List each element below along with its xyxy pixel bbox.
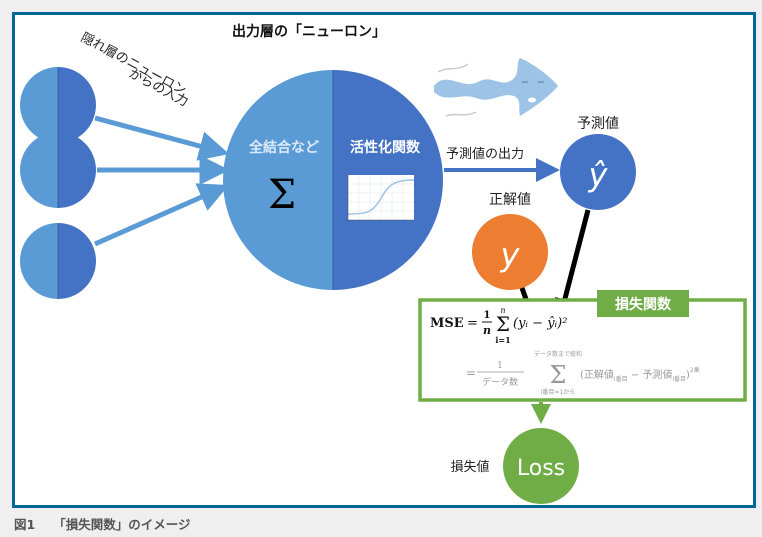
jp-eq: = <box>466 366 476 380</box>
prediction-label: 予測値 <box>577 116 619 132</box>
loss-value-label: 損失値 <box>450 459 489 475</box>
neuron-left-label: 全結合など <box>248 139 319 156</box>
prediction-to-loss-arrow <box>555 209 591 319</box>
hidden-neuron-3 <box>20 223 96 299</box>
input-arrow-1 <box>94 115 230 161</box>
prediction-symbol: ŷ <box>588 156 609 194</box>
input-arrow-3 <box>93 183 229 247</box>
truth-symbol: y <box>500 236 521 274</box>
diagram-title: 出力層の「ニューロン」 <box>232 23 386 40</box>
jp-sum-sigma: Σ <box>550 361 567 389</box>
jp-sum-upper: データ数まで総和 <box>534 350 582 358</box>
truth-label: 正解値 <box>489 192 531 208</box>
output-arrow-label: 予測値の出力 <box>446 146 524 162</box>
loss-function-label: 損失関数 <box>615 296 672 313</box>
fish-icon <box>434 58 558 117</box>
jp-body: (正解値i番目 − 予測値i番目)2乗 <box>580 367 700 383</box>
loss-node <box>503 428 579 504</box>
figure-number: 図1 <box>14 517 36 532</box>
mse-lhs: MSE <box>430 316 464 331</box>
truth-neuron <box>472 214 548 290</box>
mse-sum-upper: n <box>500 306 505 315</box>
mse-frac-den: n <box>483 324 491 337</box>
mse-formula: MSE = 1 n n MSE Σ i=1 (yᵢ − ŷᵢ)² <box>430 306 567 345</box>
jp-frac-den: データ数 <box>482 376 518 388</box>
hidden-neuron-1 <box>20 67 96 143</box>
jp-frac-num: 1 <box>497 361 503 371</box>
mse-eq: = <box>467 316 478 331</box>
sigma-symbol: Σ <box>268 172 296 218</box>
mse-sum-sigma-glyph: Σ <box>496 312 510 336</box>
prediction-neuron <box>560 134 636 210</box>
loss-symbol: Loss <box>517 456 565 481</box>
sigmoid-curve <box>347 179 415 215</box>
loss-function-box <box>418 298 747 402</box>
loss-function-tab <box>597 290 689 317</box>
mse-frac-num: 1 <box>484 310 491 321</box>
mse-formula-japanese: = 1 データ数 データ数まで総和 Σ i番目=1から (正解値i番目 − 予測… <box>466 350 700 396</box>
output-neuron: 全結合など Σ 活性化関数 <box>223 70 443 290</box>
neuron-right-label: 活性化関数 <box>350 139 421 156</box>
figure-caption-text: 「損失関数」のイメージ <box>53 517 191 532</box>
hidden-neuron-2 <box>20 132 96 208</box>
activation-function-chart <box>347 175 415 221</box>
figure-caption: 図1 「損失関数」のイメージ <box>14 514 190 533</box>
jp-sum-lower: i番目=1から <box>541 389 576 396</box>
mse-sum-lower: i=1 <box>495 335 510 345</box>
mse-body: (yᵢ − ŷᵢ)² <box>513 316 567 331</box>
